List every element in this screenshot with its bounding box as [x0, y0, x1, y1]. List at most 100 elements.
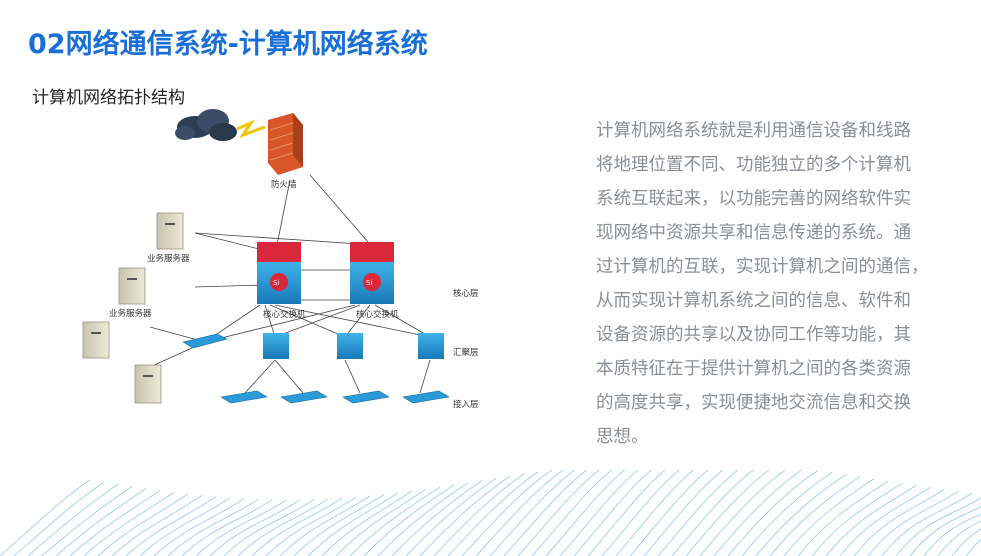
wave-line [881, 492, 973, 556]
wave-line [923, 513, 981, 556]
wave-line [195, 499, 287, 556]
description-line: 本质特征在于提供计算机之间的各类资源 [596, 359, 911, 379]
description-line: 思想。 [596, 427, 649, 447]
wave-line [125, 496, 217, 556]
description-line: 计算机网络系统就是利用通信设备和线路 [596, 121, 911, 141]
server-icon [118, 267, 146, 305]
wave-line [699, 470, 786, 556]
wave-line [727, 470, 819, 556]
wave-line [475, 470, 564, 556]
wave-line [629, 470, 709, 556]
wave-line [643, 470, 724, 556]
wave-line [293, 494, 385, 556]
wave-line [811, 482, 903, 556]
description-line: 的高度共享，实现便捷地交流信息和交换 [596, 393, 911, 413]
lightning-icon [236, 119, 266, 138]
wave-line [209, 499, 301, 556]
wave-line [951, 528, 981, 556]
wave-line [167, 499, 259, 556]
wave-line [279, 495, 371, 556]
wave-line [181, 499, 273, 556]
aggregation-switch [337, 333, 363, 359]
wave-line [503, 470, 588, 556]
server-label: 业务服务器 [109, 308, 152, 319]
core-switch-2: Si [350, 242, 394, 304]
wave-line [713, 470, 803, 556]
wave-line [139, 497, 231, 556]
internet-cloud-icon [175, 109, 237, 141]
server-label: 业务服务器 [147, 253, 190, 264]
wave-line [69, 490, 161, 556]
wave-line [251, 497, 343, 556]
wave-line [783, 478, 875, 556]
wave-line [391, 480, 483, 556]
wave-line [965, 539, 981, 556]
wave-line [895, 497, 981, 556]
description-line: 系统互联起来，以功能完善的网络软件实 [596, 189, 911, 209]
wave-line [769, 476, 861, 556]
firewall-label: 防火墙 [271, 179, 297, 190]
wave-line [433, 473, 525, 556]
wave-line [461, 470, 553, 556]
access-switch [220, 390, 268, 404]
wave-line [671, 470, 754, 556]
si-badge: Si [366, 279, 372, 287]
page-title: 02网络通信系统-计算机网络系统 [28, 29, 428, 60]
layer-label-aggregation: 汇聚层 [453, 348, 479, 358]
wave-line [363, 484, 455, 556]
core-switch-label: 核心交换机 [263, 309, 306, 320]
wave-line [601, 470, 680, 556]
layer-label-core: 核心层 [453, 288, 479, 299]
aggregation-switch [418, 333, 444, 359]
wave-line [111, 495, 203, 556]
wave-line [545, 470, 626, 556]
description-line: 将地理位置不同、功能独立的多个计算机 [596, 155, 911, 175]
wave-line [265, 496, 357, 556]
wave-line [797, 480, 889, 556]
network-topology-diagram: 防火墙 Si Si 核心交换机 核心交换机 业务服务器 业务服务器 [82, 109, 479, 410]
wave-line [377, 482, 469, 556]
wave-line [27, 484, 119, 556]
wave-line [755, 474, 847, 556]
layer-label-access: 接入层 [453, 399, 479, 410]
aggregation-switch [182, 333, 228, 349]
connection-lines [149, 174, 431, 394]
description-line: 过计算机的互联，实现计算机之间的通信， [596, 257, 929, 277]
wave-line [335, 488, 427, 556]
wave-line [153, 498, 245, 556]
core-switch-label: 核心交换机 [356, 309, 399, 320]
decorative-wave [0, 470, 981, 556]
wave-line [0, 479, 91, 556]
si-badge: Si [273, 279, 279, 287]
wave-line [13, 481, 105, 556]
wave-line [909, 506, 981, 556]
description-line: 设备资源的共享以及协同工作等功能，其 [596, 325, 911, 345]
wave-line [839, 487, 931, 556]
access-switch [280, 390, 328, 404]
wave-line [307, 492, 399, 556]
wave-line [867, 491, 959, 556]
wave-line [489, 470, 576, 556]
wave-line [741, 472, 833, 556]
wave-line [55, 488, 147, 556]
wave-line [587, 470, 666, 556]
section-subtitle: 计算机网络拓扑结构 [32, 88, 185, 108]
access-switch [342, 390, 390, 404]
wave-line [321, 490, 413, 556]
server-icon [134, 364, 162, 404]
wave-line [685, 470, 770, 556]
access-switch [402, 390, 450, 404]
wave-line [223, 499, 315, 556]
wave-line [349, 486, 441, 556]
wave-line [405, 478, 497, 556]
wave-line [615, 470, 694, 556]
wave-line [573, 470, 652, 556]
wave-line [825, 485, 917, 556]
wave-line [517, 470, 600, 556]
description-paragraph: 计算机网络系统就是利用通信设备和线路 将地理位置不同、功能独立的多个计算机 系统… [596, 114, 948, 454]
wave-line [419, 475, 511, 556]
core-switch-1: Si [257, 242, 301, 304]
wave-line [531, 470, 613, 556]
wave-line [657, 470, 739, 556]
wave-line [559, 470, 639, 556]
